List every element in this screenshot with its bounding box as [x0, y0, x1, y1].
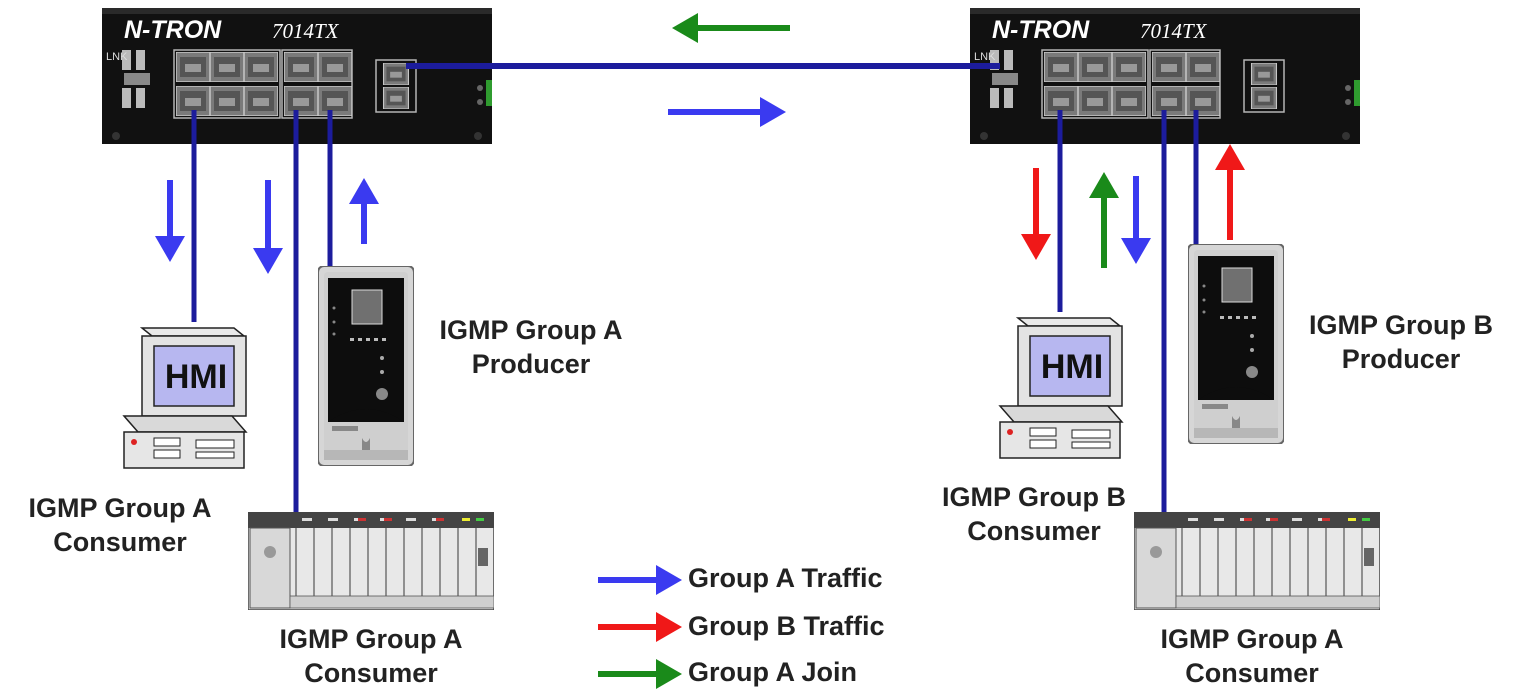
switch-right: [970, 8, 1368, 144]
legend-label-group-b-traffic: Group B Traffic: [688, 611, 885, 641]
join-arrow-left: [672, 13, 790, 43]
hmi-right: HMI: [999, 317, 1123, 459]
drive-left: [318, 266, 414, 466]
traffic-arrow-down-plc-right: [1121, 176, 1151, 264]
legend-label-group-a-join: Group A Join: [688, 657, 857, 687]
switch-left: [102, 8, 500, 144]
drive-right: [1188, 244, 1284, 444]
legend-arrows: [598, 565, 682, 689]
traffic-arrows: [155, 13, 1245, 274]
group-b-arrow-down-hmi-right: [1021, 168, 1051, 260]
plc-left: [248, 512, 494, 610]
legend-arrow-1: [598, 612, 682, 642]
traffic-arrow-down-hmi-left: [155, 180, 185, 262]
drop-cables: [191, 110, 1199, 512]
legend-label-group-a-traffic: Group A Traffic: [688, 563, 883, 593]
hmi-right-screen-text: HMI: [1041, 348, 1103, 386]
legend-arrow-0: [598, 565, 682, 595]
traffic-arrow-up-producer-left: [349, 178, 379, 244]
traffic-arrow-right: [668, 97, 786, 127]
hmi-left: HMI: [123, 327, 247, 469]
legend-arrow-2: [598, 659, 682, 689]
join-arrow-up-right: [1089, 172, 1119, 268]
group-b-arrow-up-producer-right: [1215, 144, 1245, 240]
plc-right: [1134, 512, 1380, 610]
hmi-left-screen-text: HMI: [165, 358, 227, 396]
traffic-arrow-down-plc-left: [253, 180, 283, 274]
